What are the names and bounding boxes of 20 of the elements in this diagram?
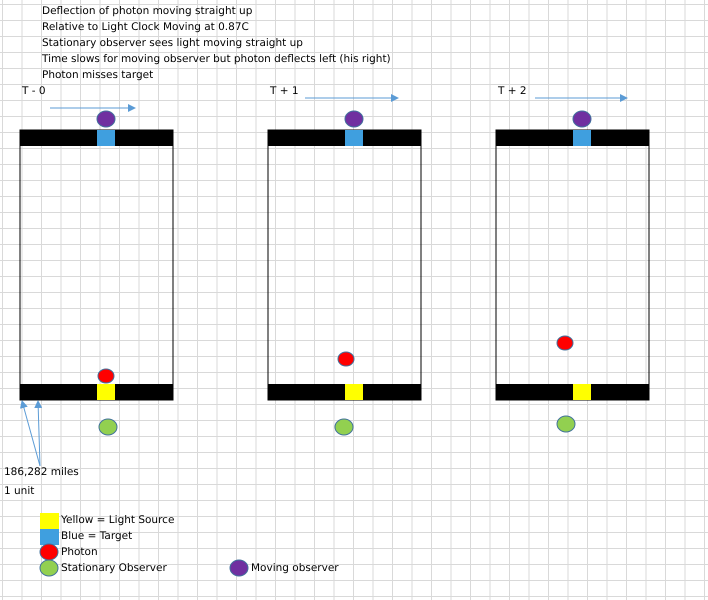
leader-line xyxy=(20,400,40,466)
light-clock-drawing xyxy=(496,130,650,400)
note-text: Relative to Light Clock Moving at 0.87C xyxy=(42,21,249,34)
legend-text: Blue = Target xyxy=(61,530,132,543)
time-label: T + 1 xyxy=(270,85,299,98)
time-label: T + 2 xyxy=(498,85,527,98)
legend-text: Photon xyxy=(61,546,98,559)
note-text: Stationary observer sees light moving straight up xyxy=(42,37,303,50)
legend-text: Stationary Observer xyxy=(61,562,167,575)
note-text: Photon misses target xyxy=(42,69,154,82)
note-text: Time slows for moving observer but photon deflects left (his right) xyxy=(42,53,391,66)
note-text: Deflection of photon moving straight up xyxy=(42,5,252,18)
legend-text: Moving observer xyxy=(251,562,339,575)
light-clock-drawing xyxy=(20,130,174,400)
light-clock-drawing xyxy=(268,130,422,400)
distance-label: 186,282 miles xyxy=(4,466,79,479)
legend-text: Yellow = Light Source xyxy=(61,514,174,527)
leader-line xyxy=(34,400,42,466)
unit-label: 1 unit xyxy=(4,485,34,498)
time-label: T - 0 xyxy=(22,85,46,98)
